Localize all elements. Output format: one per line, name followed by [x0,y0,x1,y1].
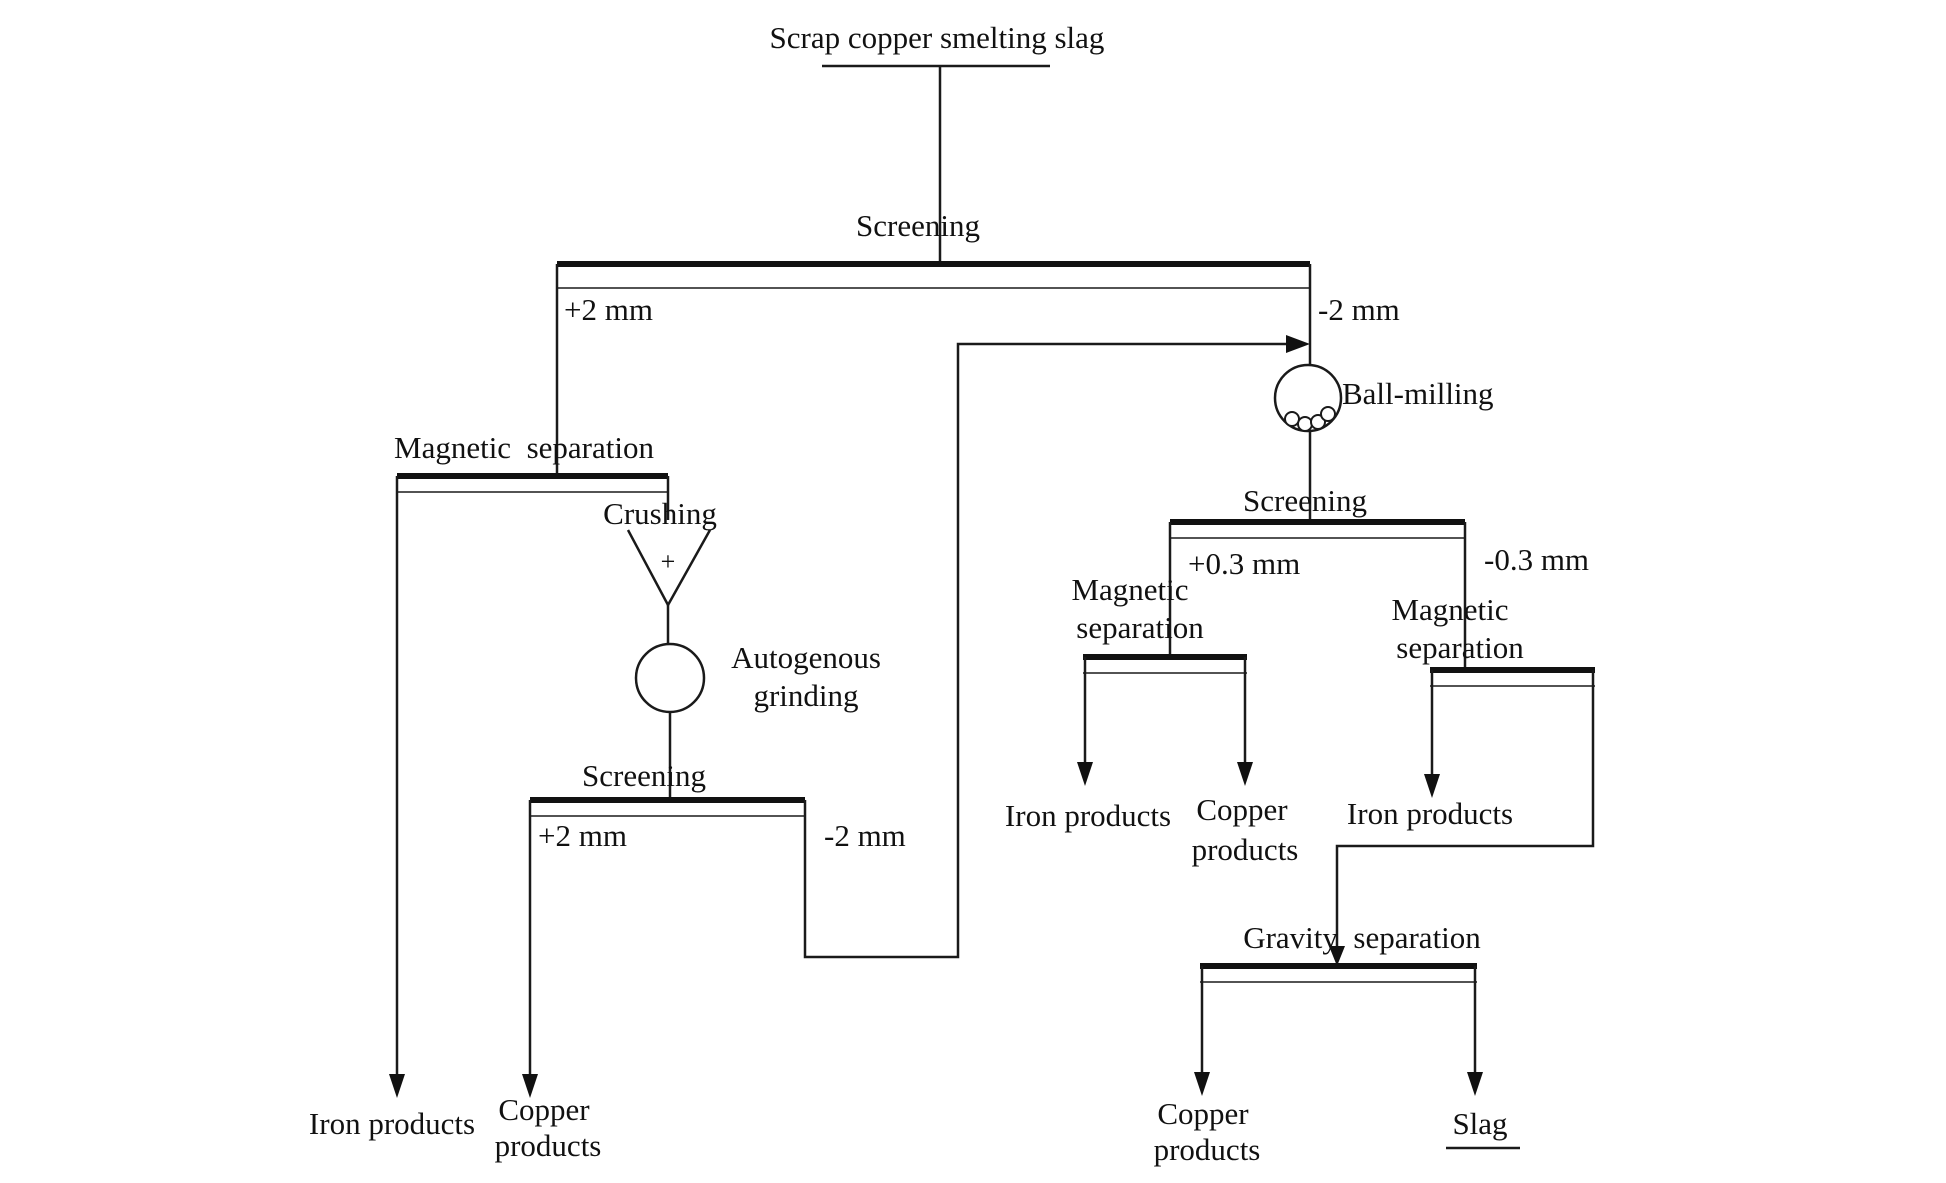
feed-label: Scrap copper smelting slag [770,20,1105,55]
slag-arrow [1467,1072,1483,1096]
magnetic-separation-3-label-line-1: Magnetic [1391,592,1508,627]
ball-icon [1297,416,1313,432]
ball-icon [1320,406,1336,422]
iron-products-2-label: Iron products [1005,798,1171,833]
magnetic-separation-3-label-line-2: separation [1396,630,1524,665]
recycle-line [803,342,1288,959]
autogenous-mill-icon [634,642,706,714]
iron-products-1-label: Iron products [309,1106,475,1141]
iron-arrow-1 [389,1074,405,1098]
autogenous-grinding-label-line-1: Autogenous [731,640,881,675]
copper-arrow-1 [522,1074,538,1098]
slag-label: Slag [1452,1106,1507,1141]
crushing-label: Crushing [603,496,717,531]
screening-3-coarse-label: +0.3 mm [1188,546,1300,581]
copper-products-2-label-line-1: Copper [1196,792,1288,827]
magnetic-separation-1-label: Magnetic separation [394,430,654,465]
to-gravity-arrow [1329,946,1345,966]
autogenous-grinding-label-line-2: grinding [753,678,858,713]
iron-products-3-label: Iron products [1347,796,1513,831]
iron-arrow-2 [1077,762,1093,786]
copper-products-1-label-line-1: Copper [498,1092,590,1127]
gravity-separation-label: Gravity separation [1243,920,1481,955]
to-gravity-line [1335,670,1595,950]
copper-products-3-label-line-1: Copper [1157,1096,1249,1131]
ball-icon [1284,411,1300,427]
crusher-plus: + [661,547,676,576]
screening-3-fine-label: -0.3 mm [1484,542,1589,577]
magnetic-separation-2-label-line-1: Magnetic [1071,572,1188,607]
screening-1-label: Screening [856,208,980,243]
recycle-arrow [1286,335,1310,353]
screening-1-coarse-label: +2 mm [564,292,653,327]
copper-arrow-2 [1237,762,1253,786]
copper-arrow-3 [1194,1072,1210,1096]
ball-milling-label: Ball-milling [1342,376,1494,411]
screening-2-coarse-label: +2 mm [538,818,627,853]
copper-products-3-label-line-2: products [1154,1132,1261,1167]
screening-2-label: Screening [582,758,706,793]
iron-arrow-3 [1424,774,1440,798]
screening-2-fine-label: -2 mm [824,818,906,853]
screening-1-fine-label: -2 mm [1318,292,1400,327]
copper-products-2-label-line-2: products [1192,832,1299,867]
magnetic-separation-2-label-line-2: separation [1076,610,1204,645]
screening-3-label: Screening [1243,483,1367,518]
copper-products-1-label-line-2: products [495,1128,602,1163]
